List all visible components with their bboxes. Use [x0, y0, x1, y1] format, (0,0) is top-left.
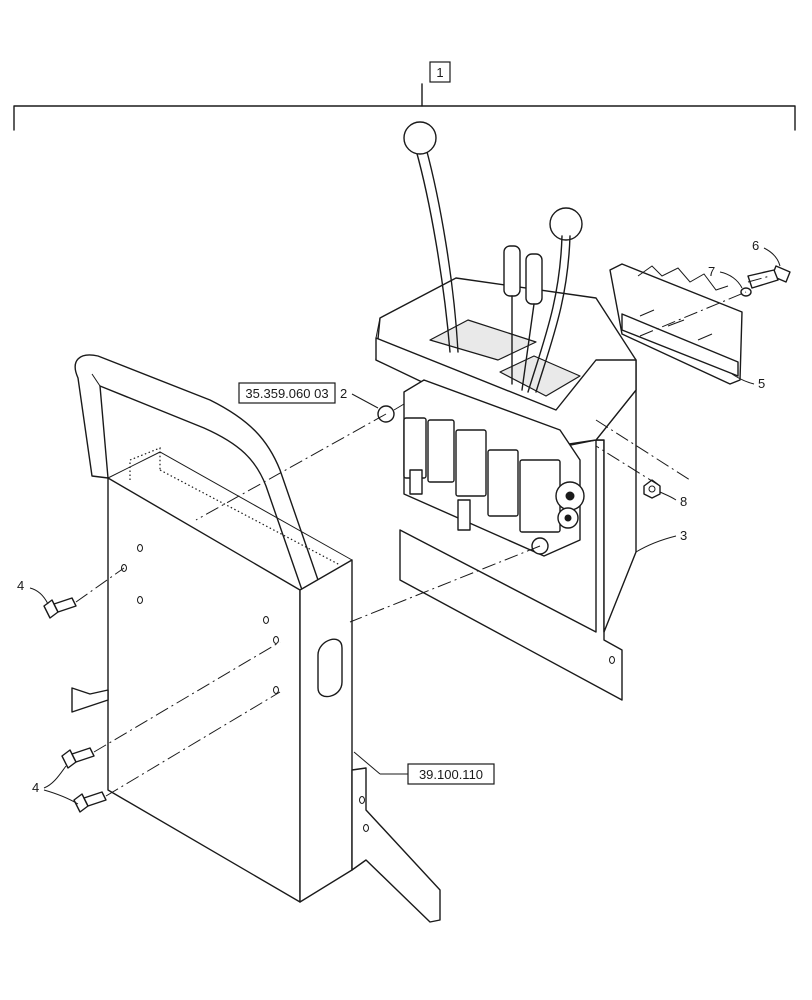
callout-4-upper-label: 4 — [17, 578, 24, 593]
bracket-reference-tag: 39.100.110 — [353, 751, 495, 785]
assembly-lines — [75, 275, 771, 797]
callout-4-upper: 4 — [17, 578, 49, 605]
assembly-bracket — [13, 83, 796, 131]
callout-8: 8 — [659, 491, 687, 509]
valve-reference-text: 35.359.060 03 — [245, 386, 328, 401]
callout-4-lower-label: 4 — [32, 780, 39, 795]
callout-2: 2 — [340, 386, 379, 409]
lever-holder — [609, 263, 743, 385]
nut — [643, 479, 661, 499]
callout-2-label: 2 — [340, 386, 347, 401]
callout-6: 6 — [752, 238, 781, 267]
console-shroud — [375, 277, 637, 447]
callout-5: 5 — [731, 373, 765, 391]
assembly-callout-box: 1 — [429, 61, 451, 83]
seat-tube-frame — [74, 354, 319, 591]
assembly-callout-number: 1 — [436, 65, 443, 80]
bolt-lower-b — [73, 791, 107, 813]
callout-3-label: 3 — [680, 528, 687, 543]
callout-6-label: 6 — [752, 238, 759, 253]
bracket-reference-text: 39.100.110 — [419, 767, 483, 782]
mount-plate — [399, 389, 637, 701]
callout-7-label: 7 — [708, 264, 715, 279]
callout-3: 3 — [635, 528, 687, 553]
valve-reference-tag: 35.359.060 03 — [238, 382, 336, 404]
screw-and-washer — [740, 265, 791, 297]
bolt-lower-a — [61, 747, 95, 769]
callout-7: 7 — [708, 264, 743, 289]
control-valve — [377, 379, 585, 557]
bolt-upper — [43, 597, 77, 619]
callout-8-label: 8 — [680, 494, 687, 509]
callout-5-label: 5 — [758, 376, 765, 391]
side-bracket-panel — [71, 447, 353, 903]
support-bracket — [351, 767, 441, 923]
control-levers — [403, 121, 583, 393]
callout-4-lower: 4 — [32, 765, 79, 805]
